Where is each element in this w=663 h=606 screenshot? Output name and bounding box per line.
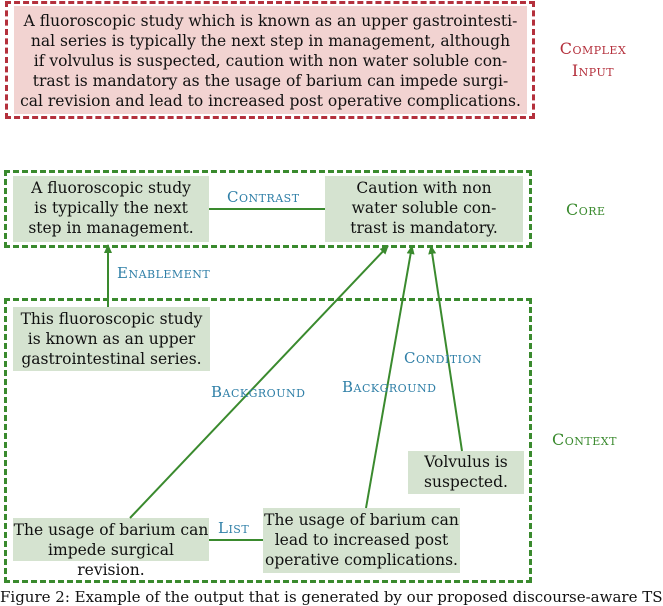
complex-input-line: if volvulus is suspected, caution with n… (33, 52, 508, 70)
condition-edge (428, 245, 463, 452)
figure-caption: Figure 2: Example of the output that is … (0, 588, 663, 606)
relation-edges (104, 208, 463, 541)
context-frame (4, 298, 532, 583)
list-label: List (218, 519, 250, 537)
core-label: Core (566, 200, 606, 219)
background-label-right: Background (342, 378, 437, 396)
context-barium-revision-node: The usage of barium can impede surgical … (13, 518, 209, 579)
core-right-node: Caution with non water soluble con- tras… (325, 176, 523, 242)
background-edge-right (365, 245, 415, 509)
core-frame (4, 170, 532, 248)
complex-input-line: cal revision and lead to increased post … (20, 92, 521, 110)
complex-input-frame (5, 1, 535, 119)
context-gastro-node: This fluoroscopic study is known as an u… (13, 307, 210, 371)
complex-input-text: A fluoroscopic study which is known as a… (14, 6, 527, 114)
context-volvulus-node: Volvulus is suspected. (408, 451, 524, 494)
background-edge-left (129, 245, 389, 519)
complex-input-line: nal series is typically the next step in… (30, 32, 511, 50)
complex-input-label: Complex Input (559, 39, 627, 80)
complex-input-line: A fluoroscopic study which is known as a… (23, 12, 518, 30)
core-left-node: A fluoroscopic study is typically the ne… (13, 176, 209, 242)
context-label: Context (552, 430, 617, 449)
enablement-label: Enablement (117, 264, 211, 282)
contrast-label: Contrast (227, 188, 300, 206)
background-label-left: Background (211, 383, 306, 401)
context-barium-complications-node: The usage of barium can lead to increase… (263, 508, 460, 573)
complex-input-line: trast is mandatory as the usage of bariu… (32, 72, 509, 90)
condition-label: Condition (404, 349, 483, 367)
